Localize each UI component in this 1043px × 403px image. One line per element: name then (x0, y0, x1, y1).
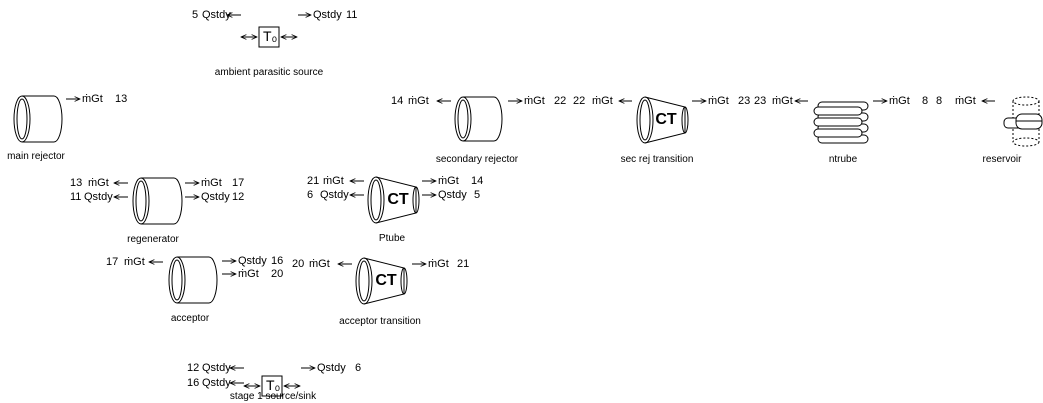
node-number: 8 (922, 95, 929, 107)
mdot-label: ṁGt (309, 258, 330, 270)
qstdy-label: Qstdy (320, 189, 349, 201)
stage1-source-label: stage 1 source/sink (229, 391, 317, 402)
mdot-label: ṁGt (955, 95, 976, 107)
node-number: 13 (115, 93, 128, 105)
qstdy-label: Qstdy (84, 191, 113, 203)
mdot-label: ṁGt (201, 177, 222, 189)
mdot-label: ṁGt (238, 268, 259, 280)
mdot-label: ṁGt (408, 95, 429, 107)
node-number: 8 (936, 95, 943, 107)
mdot-label: ṁGt (438, 175, 459, 187)
t0-symbol: T₀ (266, 377, 281, 393)
regenerator-cylinder[interactable] (132, 177, 183, 225)
node-number: 6 (307, 189, 314, 201)
node-number: 23 (754, 95, 767, 107)
node-number: 14 (391, 95, 404, 107)
qstdy-label: Qstdy (202, 362, 231, 374)
node-number: 21 (457, 258, 470, 270)
reservoir-label: reservoir (982, 154, 1022, 165)
node-number: 23 (738, 95, 751, 107)
node-number: 16 (271, 255, 284, 267)
mdot-label: ṁGt (524, 95, 545, 107)
sec-rej-transition-cone[interactable] (636, 96, 689, 144)
acceptor-cylinder[interactable] (168, 256, 218, 304)
node-number: 6 (355, 362, 362, 374)
stage1-source-box[interactable] (244, 375, 300, 397)
ptube-cone[interactable] (367, 176, 420, 224)
ambient-source-label: ambient parasitic source (214, 67, 324, 78)
node-number: 20 (292, 258, 305, 270)
ptube-label: Ptube (378, 233, 406, 244)
qstdy-label: Qstdy (201, 191, 230, 203)
ambient-source-box[interactable] (241, 26, 297, 48)
node-number: 11 (346, 9, 358, 21)
qstdy-label: Qstdy (238, 255, 267, 267)
qstdy-label: Qstdy (317, 362, 346, 374)
ntrube-label: ntrube (828, 154, 858, 165)
node-number: 12 (232, 191, 245, 203)
acceptor-transition-cone[interactable] (355, 257, 408, 305)
node-number: 17 (232, 177, 245, 189)
node-number: 5 (474, 189, 481, 201)
acceptor-transition-label: acceptor transition (339, 316, 421, 327)
ntrube-bundle[interactable] (813, 101, 869, 144)
mdot-label: ṁGt (82, 93, 103, 105)
mdot-label: ṁGt (124, 256, 145, 268)
node-number: 17 (106, 256, 119, 268)
secondary-rejector-label: secondary rejector (435, 154, 519, 165)
reservoir-tank[interactable] (1003, 96, 1043, 147)
mdot-label: ṁGt (323, 175, 344, 187)
secondary-rejector-cylinder[interactable] (454, 96, 503, 142)
node-number: 5 (192, 9, 199, 21)
mdot-label: ṁGt (592, 95, 613, 107)
regenerator-label: regenerator (127, 234, 179, 245)
node-number: 22 (554, 95, 567, 107)
qstdy-label: Qstdy (202, 377, 231, 389)
mdot-label: ṁGt (88, 177, 109, 189)
sec-rej-transition-label: sec rej transition (620, 154, 694, 165)
main-rejector-label: main rejector (7, 151, 65, 162)
node-number: 20 (271, 268, 284, 280)
node-number: 13 (70, 177, 83, 189)
qstdy-label: Qstdy (202, 9, 231, 21)
ct-symbol: CT (655, 111, 677, 128)
qstdy-label: Qstdy (313, 9, 342, 21)
node-number: 14 (471, 175, 484, 187)
node-number: 22 (573, 95, 586, 107)
t0-symbol: T₀ (263, 28, 278, 44)
acceptor-label: acceptor (170, 313, 210, 324)
ct-symbol: CT (387, 191, 409, 208)
mdot-label: ṁGt (889, 95, 910, 107)
node-number: 11 (70, 191, 82, 203)
mdot-label: ṁGt (428, 258, 449, 270)
qstdy-label: Qstdy (438, 189, 467, 201)
mdot-label: ṁGt (772, 95, 793, 107)
node-number: 21 (307, 175, 320, 187)
node-number: 16 (187, 377, 200, 389)
mdot-label: ṁGt (708, 95, 729, 107)
ct-symbol: CT (375, 272, 397, 289)
main-rejector-cylinder[interactable] (13, 95, 63, 143)
node-number: 12 (187, 362, 200, 374)
